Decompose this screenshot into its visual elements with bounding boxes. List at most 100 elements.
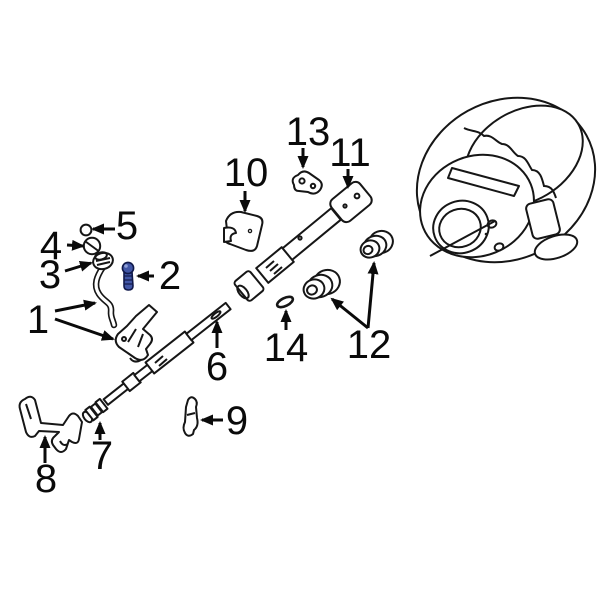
callout-12: 12 [330,261,392,367]
callout-13-label: 13 [286,110,331,154]
part-8-bent-bracket [18,395,83,453]
callout-3-label: 3 [39,253,61,297]
callout-11: 11 [329,131,371,189]
part-9-pawl-lever [182,396,199,437]
wheel-hub-diagonal-line [429,220,496,257]
bent-bracket-body [18,395,83,453]
callout-9-label: 9 [226,399,248,443]
actuator-rod-core [94,265,116,327]
bolt-head [121,261,135,275]
tube-dot [297,235,303,241]
shaft-tip-slot [210,310,222,320]
callout-7: 7 [91,421,113,478]
callout-3-arrow [64,260,93,273]
tube-head-hole-a [353,192,361,200]
grommet-lower-hole [306,284,318,296]
part-3-rod-connector [92,251,114,271]
callout-1: 1 [27,298,115,342]
callout-9: 9 [200,399,248,443]
grommet-upper-hole [362,244,374,256]
bushing-chord [84,240,100,252]
shaft-segment-tip [185,301,232,342]
callout-5: 5 [91,204,138,248]
callout-8: 8 [35,435,57,501]
callout-7-label: 7 [91,434,113,478]
tube-sleeve-hatch-3 [273,266,283,275]
wheel-bottom-loop [533,233,579,261]
bolt-shank [123,271,134,291]
clamp-hole-b [309,182,317,190]
callout-10: 10 [224,151,269,213]
part-1-actuator-rod-and-bracket [92,263,158,363]
callout-8-label: 8 [35,457,57,501]
part-12-grommets [302,229,394,300]
wheel-hub-dot [484,232,488,236]
callout-6: 6 [206,320,228,389]
wheel-switch-button [525,198,561,240]
part-13-clamp [291,170,323,195]
tube-head-block [329,180,373,224]
callout-12-arrow-a [366,261,379,329]
shaft-sleeve-hatch-2 [158,358,168,367]
shaft-segment-a [102,382,130,406]
callout-4-label: 4 [40,224,62,268]
callout-1-arrow-b [54,317,115,341]
callout-10-label: 10 [224,151,269,195]
wheel-pad-slot [447,167,520,197]
shroud-clamp-dot [247,228,253,234]
part-6-intermediate-shaft [102,301,232,406]
wheel-hub-hole-a [486,219,498,229]
callout-12-label: 12 [347,323,392,367]
callout-14: 14 [264,309,309,370]
callout-11-label: 11 [329,131,371,175]
part-7-coupling [81,397,109,424]
tube-sleeve [255,246,295,284]
steering-wheel [415,96,597,264]
connector-knurl-line-1 [95,257,111,262]
part-14-oring [275,295,295,309]
bracket-foot [129,357,142,363]
callout-6-label: 6 [206,345,228,389]
oring [275,295,295,309]
pawl-body [182,396,199,437]
part-11-column-tube [233,180,373,302]
bent-bracket-curl [59,440,69,446]
callout-3: 3 [39,253,93,297]
pawl-notch [186,412,196,416]
callout-2: 2 [136,254,181,298]
connector-knurl-line-2 [96,261,111,266]
wheel-grip-scallops [463,127,557,199]
callout-13: 13 [286,110,331,169]
shroud-clamp-notch [223,226,237,243]
tube-sleeve-hatch-1 [265,260,275,269]
bolt-head-highlight [124,264,128,268]
tube-head-hole-b [342,203,348,209]
coupling-rib-3 [94,397,109,414]
bracket-facet-2 [137,333,144,348]
bracket-hole [121,336,127,342]
bent-bracket-slot [25,403,32,420]
wheel-shaft-hole-inner [438,207,482,249]
clamp-hole-a [298,177,306,185]
callout-1-label: 1 [27,298,49,342]
part-5-retainer-ring [79,223,93,237]
part-4-bushing [82,236,102,256]
callout-4-arrow [66,239,85,251]
bracket-facet-1 [127,328,137,343]
shaft-sleeve-hatch-1 [154,355,164,364]
callout-14-label: 14 [264,326,309,370]
callout-1-arrow-a [54,299,97,313]
clamp-body [291,170,323,195]
tube-end-flange [233,270,265,302]
tube-sleeve-hatch-2 [269,263,279,272]
tube-end-opening [236,284,250,300]
wheel-hub-hole-b [493,242,505,252]
mounting-bracket [114,304,158,361]
callout-12-arrow-b [330,297,369,330]
callout-5-label: 5 [116,204,138,248]
part-10-shroud-clamp [223,210,264,252]
callout-2-label: 2 [159,254,181,298]
part-2-bolt-highlighted [121,261,135,291]
